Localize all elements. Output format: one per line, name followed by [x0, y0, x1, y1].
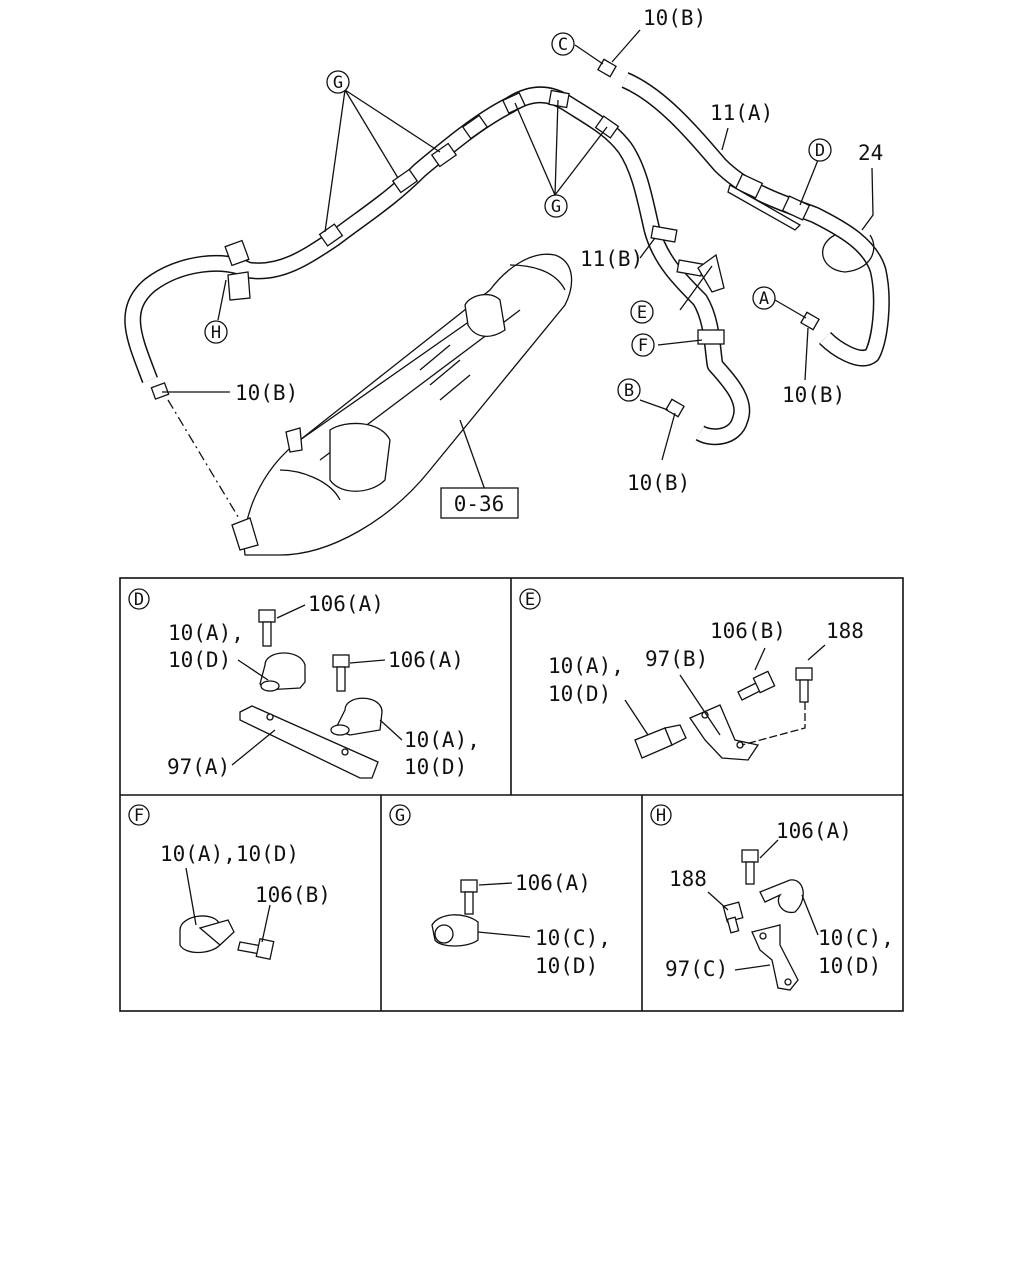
svg-text:B: B	[624, 381, 634, 401]
callout-b: B	[617, 378, 641, 402]
svg-text:F: F	[134, 806, 144, 826]
callout-e: E	[630, 300, 654, 324]
hose-clamps	[150, 58, 820, 418]
label-10b-left: 10(B)	[235, 381, 298, 405]
hose-11a	[621, 72, 890, 367]
detail-g: G 106(A) 10(C), 10(D)	[389, 804, 611, 978]
detail-h: H 106(A) 188 10(C), 97(C) 10(D)	[650, 804, 894, 991]
e-label-10a: 10(A),	[548, 654, 624, 678]
g-label-106a: 106(A)	[515, 871, 591, 895]
svg-text:D: D	[815, 141, 825, 161]
svg-text:A: A	[759, 289, 769, 309]
g-label-10c: 10(C),	[535, 926, 611, 950]
hose-11b-upper	[124, 86, 751, 446]
callout-h: H	[204, 320, 228, 344]
callout-g-mid: G	[544, 194, 568, 218]
callout-d: D	[808, 138, 832, 162]
d-label-10a-2: 10(A),	[404, 728, 480, 752]
e-label-188: 188	[826, 619, 864, 643]
callout-g-top: G	[326, 70, 350, 94]
svg-text:0-36: 0-36	[454, 492, 505, 516]
f-label-106b: 106(B)	[255, 883, 331, 907]
h-label-188: 188	[669, 867, 707, 891]
egr-cooler	[231, 253, 573, 556]
h-label-10d: 10(D)	[818, 954, 881, 978]
svg-text:G: G	[333, 73, 343, 93]
label-11a: 11(A)	[710, 101, 773, 125]
svg-text:E: E	[525, 590, 535, 610]
label-24: 24	[858, 141, 883, 165]
h-label-106a: 106(A)	[776, 819, 852, 843]
label-11b: 11(B)	[580, 247, 643, 271]
e-label-106b: 106(B)	[710, 619, 786, 643]
svg-text:E: E	[637, 303, 647, 323]
h-label-10c: 10(C),	[818, 926, 894, 950]
callout-f: F	[631, 333, 655, 357]
label-10b-right: 10(B)	[782, 383, 845, 407]
d-label-106a-1: 106(A)	[308, 592, 384, 616]
svg-text:H: H	[656, 806, 666, 826]
detail-e: E 106(B) 188 10(A), 97(B) 10(D)	[519, 588, 864, 761]
callout-a: A	[752, 286, 776, 310]
d-label-10d-2: 10(D)	[404, 755, 467, 779]
svg-text:D: D	[134, 590, 144, 610]
d-label-10d: 10(D)	[168, 648, 231, 672]
label-10b-bottom: 10(B)	[627, 471, 690, 495]
e-label-10d: 10(D)	[548, 682, 611, 706]
g-label-10d: 10(D)	[535, 954, 598, 978]
reference-box: 0-36	[440, 487, 519, 519]
detail-d: D 106(A) 10(A), 10(D) 106(A) 10(A), 10(D…	[128, 588, 480, 779]
leader-lines-main	[162, 29, 874, 521]
d-label-97a: 97(A)	[167, 755, 230, 779]
callout-c: C	[551, 32, 575, 56]
svg-text:H: H	[211, 323, 221, 343]
label-10b-top: 10(B)	[643, 6, 706, 30]
d-label-10a: 10(A),	[168, 621, 244, 645]
svg-text:G: G	[395, 806, 405, 826]
detail-f: F 10(A),10(D) 106(B)	[128, 804, 331, 961]
svg-text:F: F	[638, 336, 648, 356]
main-assembly: C G G D H E F A	[124, 6, 890, 556]
detail-frame	[119, 577, 904, 1012]
f-label-10a-10d: 10(A),10(D)	[160, 842, 299, 866]
d-label-106a-2: 106(A)	[388, 648, 464, 672]
e-label-97b: 97(B)	[645, 647, 708, 671]
svg-text:C: C	[558, 35, 568, 55]
h-label-97c: 97(C)	[665, 957, 728, 981]
svg-text:G: G	[551, 197, 561, 217]
